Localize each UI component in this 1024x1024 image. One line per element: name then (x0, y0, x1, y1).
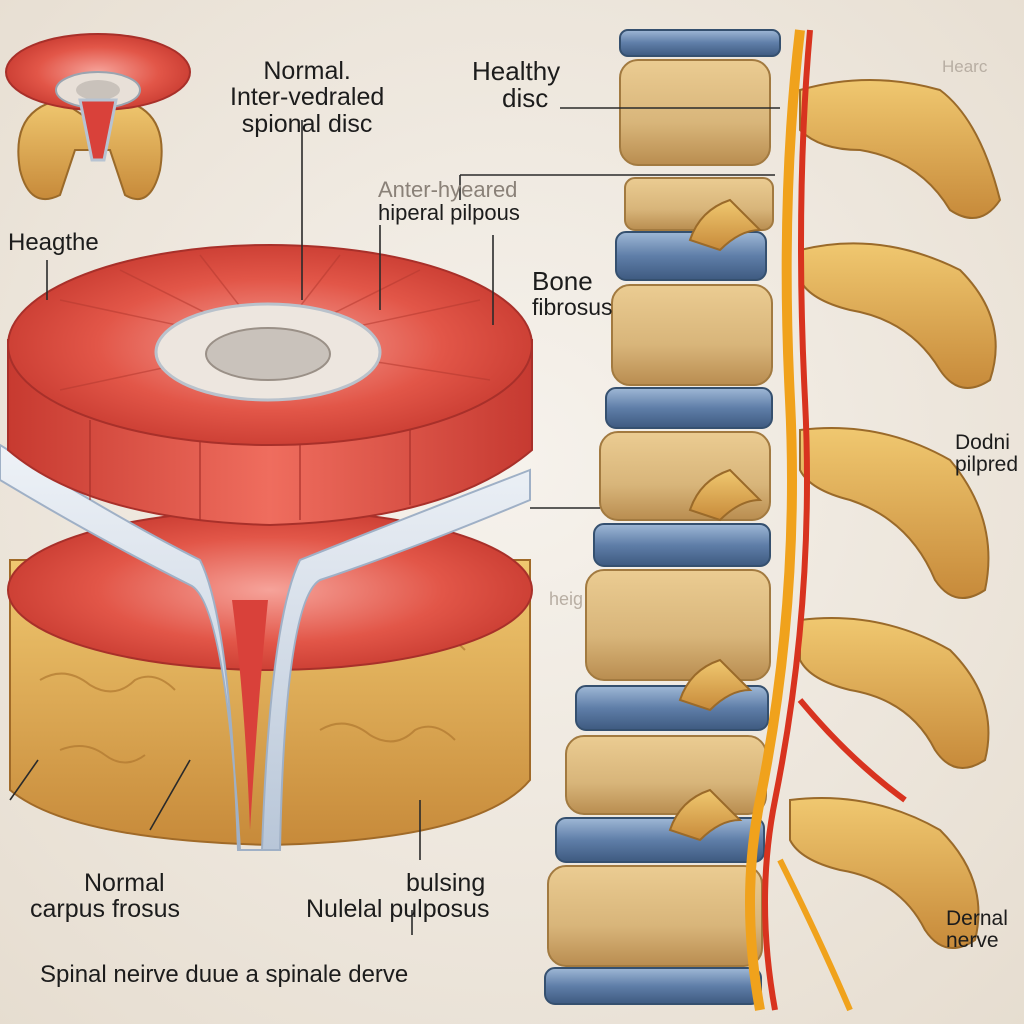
label-normal-disc: Normal. Inter-vedraled spional disc (230, 58, 384, 137)
label-line: heig (549, 589, 584, 609)
spinal-nerve-red (762, 29, 813, 1011)
label-line: Dodni (955, 431, 1010, 454)
label-dodni: Dodni pilpred (955, 431, 1019, 477)
label-line: disc (502, 83, 549, 114)
disc-stack-illustration (0, 244, 533, 851)
label-line: Normal (84, 869, 165, 897)
small-vertebra-cross-section (5, 33, 191, 201)
label-anter-hyeared: Anter-hyeared hiperal pilpous (378, 178, 520, 224)
label-hearc: Hearc (942, 58, 987, 76)
label-heagthe: Heagthe (8, 230, 99, 255)
label-line: Inter-vedraled (230, 83, 385, 112)
vertebra (619, 59, 771, 166)
label-spinal-nerve: Spinal neirve duue a spinale derve (40, 962, 408, 987)
label-bone-fibrosus: Bone fibrosus (532, 266, 613, 321)
label-dernal-nerve: Dernal nerve (946, 907, 1008, 953)
label-line: Bone (532, 266, 593, 296)
label-line: bulsing (406, 869, 486, 897)
leader-lines (9, 107, 780, 935)
label-line: Nulelal pulposus (306, 895, 490, 924)
spinal-nerve-yellow (745, 29, 805, 1011)
label-line: Heagthe (8, 229, 99, 256)
label-line: Healthy (472, 56, 561, 86)
label-line: Anter-hyeared (378, 177, 518, 202)
label-line: hiperal pilpous (378, 200, 520, 226)
label-line: spional disc (241, 109, 373, 138)
label-line: Spinal neirve duue a spinale derve (40, 961, 409, 988)
label-line: Dernal (946, 907, 1008, 930)
label-line: Hearc (942, 57, 988, 76)
intervertebral-disc (615, 231, 767, 281)
label-bulging: bulsing Nulelal pulposus (306, 870, 489, 923)
spinal-column-illustration (544, 29, 1002, 1012)
label-healthy-disc: Healthy disc (472, 56, 561, 114)
label-line: nerve (946, 929, 999, 953)
label-line: Normal. (263, 57, 351, 85)
label-line: pilpred (955, 453, 1019, 477)
label-heig: heig (549, 590, 583, 609)
label-line: carpus frosus (30, 895, 181, 924)
label-normal-carpus: Normal carpus frosus (30, 870, 180, 923)
label-line: fibrosus (532, 294, 613, 321)
